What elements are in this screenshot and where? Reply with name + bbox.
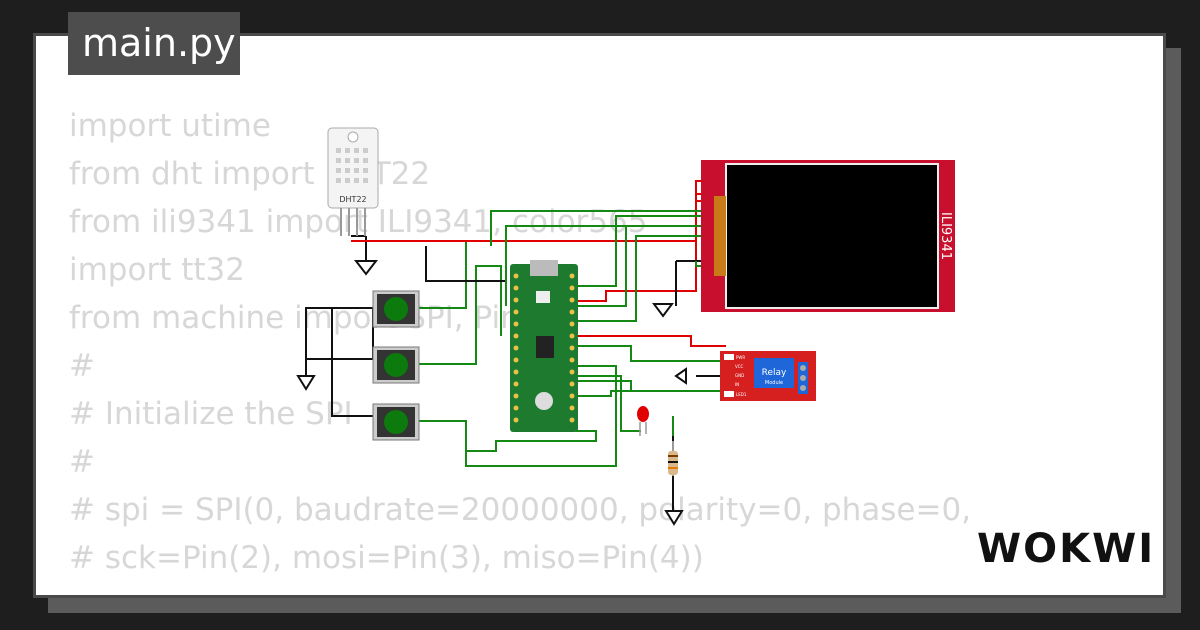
code-line: # bbox=[69, 348, 95, 384]
wokwi-logo: WOKWI bbox=[977, 526, 1156, 572]
ground-symbols bbox=[296, 260, 687, 526]
relay-pin-gnd: GND bbox=[735, 373, 744, 378]
display-label: ILI9341 bbox=[938, 212, 953, 260]
push-button[interactable] bbox=[372, 346, 420, 384]
ili9341-display: ILI9341 bbox=[701, 160, 955, 312]
project-card: import utime from dht import DHT22 from … bbox=[33, 33, 1166, 598]
code-line: # bbox=[69, 444, 95, 480]
dht22-label: DHT22 bbox=[339, 195, 366, 204]
circuit-diagram: DHT22 bbox=[296, 127, 955, 526]
relay-pin-in: IN bbox=[735, 382, 739, 387]
resistor bbox=[668, 441, 678, 476]
code-line: # sck=Pin(2), mosi=Pin(3), miso=Pin(4)) bbox=[69, 540, 704, 576]
relay-led-led1: LED1 bbox=[736, 392, 747, 397]
code-line: import tt32 bbox=[69, 252, 245, 288]
code-line: # Initialize the SPI bbox=[69, 396, 353, 432]
code-line: import utime bbox=[69, 108, 271, 144]
push-button[interactable] bbox=[372, 290, 420, 328]
relay-module: Relay Module PWR LED1 VCC GND IN bbox=[720, 351, 816, 401]
file-tab[interactable]: main.py bbox=[68, 12, 240, 75]
code-line: # spi = SPI(0, baudrate=20000000, polari… bbox=[69, 492, 972, 528]
red-led bbox=[637, 406, 649, 436]
wires bbox=[305, 180, 726, 511]
push-button[interactable] bbox=[372, 403, 420, 441]
raspberry-pi-pico-board bbox=[510, 260, 578, 432]
dht22-sensor: DHT22 bbox=[327, 127, 379, 236]
code-line: from ili9341 import ILI9341, color565 bbox=[69, 204, 648, 240]
relay-led-pwr: PWR bbox=[736, 355, 745, 360]
relay-pin-vcc: VCC bbox=[735, 364, 744, 369]
relay-sub-label: Module bbox=[765, 380, 783, 386]
relay-label: Relay bbox=[762, 368, 787, 378]
